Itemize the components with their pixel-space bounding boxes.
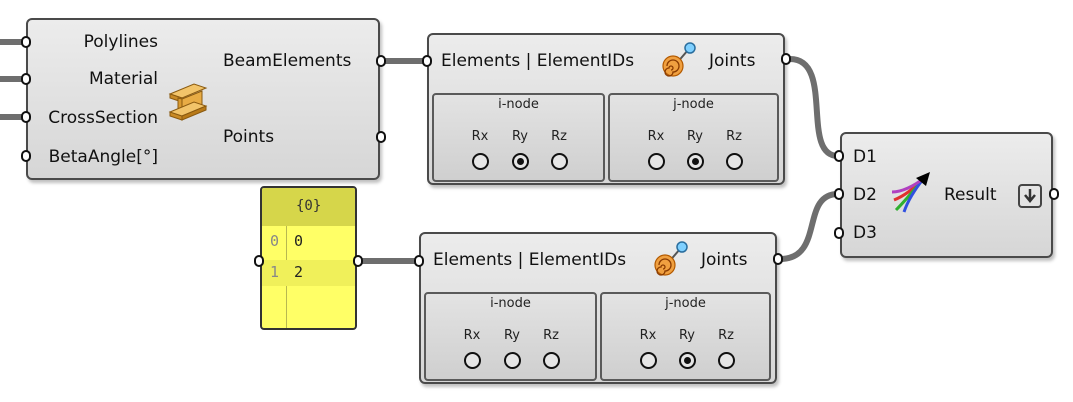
i-node-group: i-node Rx Ry Rz — [432, 93, 605, 182]
input-label-crosssection: CrossSection — [48, 108, 158, 128]
radio-j-ry[interactable] — [679, 352, 696, 369]
j-node-group: j-node Rx Ry Rz — [608, 93, 779, 182]
radio-j-rx[interactable] — [648, 153, 665, 170]
support-component-top[interactable]: i-node Rx Ry Rz j-node Rx Ry Rz — [427, 33, 785, 185]
rx-label: Rx — [639, 328, 657, 343]
output-label-joints: Joints — [709, 51, 756, 71]
input-label-d2: D2 — [853, 185, 877, 205]
rx-label: Rx — [463, 328, 481, 343]
output-grip-result[interactable] — [1049, 188, 1059, 200]
panel-row-highlight — [262, 260, 355, 286]
radio-i-ry[interactable] — [512, 153, 529, 170]
panel-input-grip[interactable] — [254, 255, 264, 267]
input-label-d1: D1 — [853, 147, 877, 167]
input-label-betaangle: BetaAngle[°] — [48, 147, 158, 167]
output-grip-beamelements[interactable] — [376, 55, 386, 67]
output-grip-joints[interactable] — [781, 53, 791, 65]
ry-label: Ry — [686, 129, 703, 144]
data-panel[interactable]: {0} 0 0 1 2 — [260, 186, 357, 330]
panel-output-grip[interactable] — [353, 255, 363, 267]
i-node-title: i-node — [498, 97, 539, 112]
radio-i-rz[interactable] — [551, 153, 568, 170]
rx-label: Rx — [647, 129, 665, 144]
output-label-beamelements: BeamElements — [223, 51, 352, 71]
ry-label: Ry — [511, 129, 528, 144]
input-grip-d1[interactable] — [834, 150, 844, 162]
output-grip-joints[interactable] — [773, 253, 783, 265]
panel-row-value: 2 — [294, 263, 304, 281]
input-grip-elements[interactable] — [414, 255, 424, 267]
output-grip-points[interactable] — [376, 131, 386, 143]
merge-component[interactable] — [840, 132, 1053, 258]
j-node-group: j-node Rx Ry Rz — [600, 292, 771, 381]
radio-i-ry[interactable] — [504, 352, 521, 369]
beam-component[interactable] — [26, 18, 380, 180]
merge-arrows-icon — [891, 172, 930, 213]
input-grip-elements[interactable] — [422, 55, 432, 67]
radio-j-rz[interactable] — [726, 153, 743, 170]
radio-j-rx[interactable] — [640, 352, 657, 369]
output-label-result: Result — [944, 185, 997, 205]
arrow-down-icon[interactable] — [1018, 184, 1042, 208]
panel-row-index: 1 — [270, 263, 280, 281]
ry-label: Ry — [503, 328, 520, 343]
input-grip-d2[interactable] — [834, 188, 844, 200]
input-label-d3: D3 — [853, 223, 877, 243]
output-label-joints: Joints — [701, 250, 748, 270]
panel-header-bar — [262, 188, 355, 226]
wire-support-bottom-to-d2 — [777, 191, 841, 262]
rz-label: Rz — [718, 328, 734, 343]
radio-i-rz[interactable] — [543, 352, 560, 369]
input-grip-crosssection[interactable] — [21, 111, 31, 123]
input-grip-polylines[interactable] — [21, 36, 31, 48]
support-spiral-icon — [662, 42, 696, 77]
radio-i-rx[interactable] — [464, 352, 481, 369]
input-label-material: Material — [88, 69, 158, 89]
ry-label: Ry — [678, 328, 695, 343]
input-label-elements: Elements | ElementIDs — [433, 250, 627, 270]
i-node-group: i-node Rx Ry Rz — [424, 292, 597, 381]
panel-header: {0} — [296, 198, 322, 214]
i-beam-icon — [168, 83, 208, 121]
rx-label: Rx — [471, 129, 489, 144]
panel-row-index: 0 — [270, 232, 280, 250]
panel-row-value: 0 — [294, 232, 304, 250]
i-node-title: i-node — [490, 296, 531, 311]
input-label-polylines: Polylines — [83, 32, 158, 52]
j-node-title: j-node — [665, 296, 706, 311]
j-node-title: j-node — [673, 97, 714, 112]
rz-label: Rz — [551, 129, 567, 144]
input-grip-d3[interactable] — [834, 227, 844, 239]
wire-support-top-to-d1 — [787, 56, 841, 159]
radio-j-rz[interactable] — [718, 352, 735, 369]
input-label-elements: Elements | ElementIDs — [441, 51, 635, 71]
radio-i-rx[interactable] — [472, 153, 489, 170]
rz-label: Rz — [726, 129, 742, 144]
rz-label: Rz — [543, 328, 559, 343]
input-grip-material[interactable] — [21, 73, 31, 85]
radio-j-ry[interactable] — [687, 153, 704, 170]
input-grip-betaangle[interactable] — [21, 150, 31, 162]
output-label-points: Points — [223, 127, 275, 147]
support-component-bottom[interactable]: i-node Rx Ry Rz j-node Rx Ry Rz — [419, 232, 777, 384]
support-spiral-icon — [654, 241, 688, 276]
